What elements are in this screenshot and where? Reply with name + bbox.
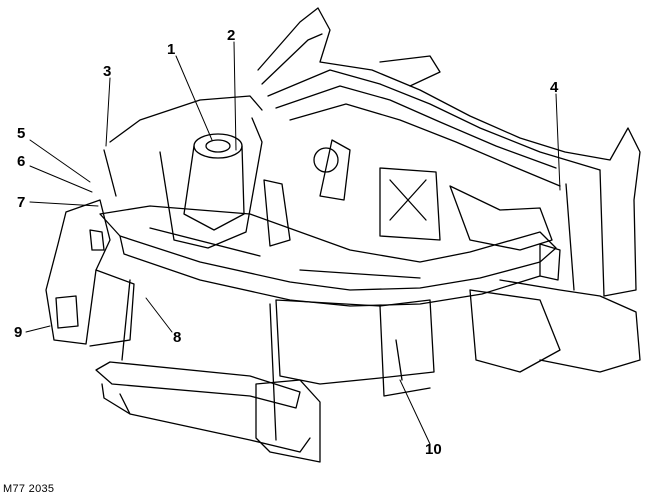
callout-7: 7 bbox=[17, 194, 25, 211]
bulkhead-cowl bbox=[257, 7, 641, 297]
callout-2: 2 bbox=[227, 27, 235, 44]
right-suspension-tower bbox=[313, 139, 641, 373]
left-front-panel bbox=[45, 199, 135, 347]
callout-8: 8 bbox=[173, 329, 181, 346]
callout-10: 10 bbox=[425, 441, 442, 458]
radiator-support bbox=[95, 279, 311, 453]
left-suspension-tower bbox=[103, 95, 291, 249]
callout-leaders bbox=[25, 41, 561, 445]
callout-3: 3 bbox=[103, 63, 111, 80]
upper-cross-member bbox=[99, 205, 557, 307]
callout-5: 5 bbox=[17, 125, 25, 142]
callout-4: 4 bbox=[550, 79, 559, 96]
callout-1: 1 bbox=[167, 41, 175, 58]
callout-6: 6 bbox=[17, 153, 25, 170]
callout-9: 9 bbox=[14, 324, 22, 341]
reference-code: M77 2035 bbox=[3, 483, 55, 495]
right-front-side-member bbox=[255, 299, 435, 463]
